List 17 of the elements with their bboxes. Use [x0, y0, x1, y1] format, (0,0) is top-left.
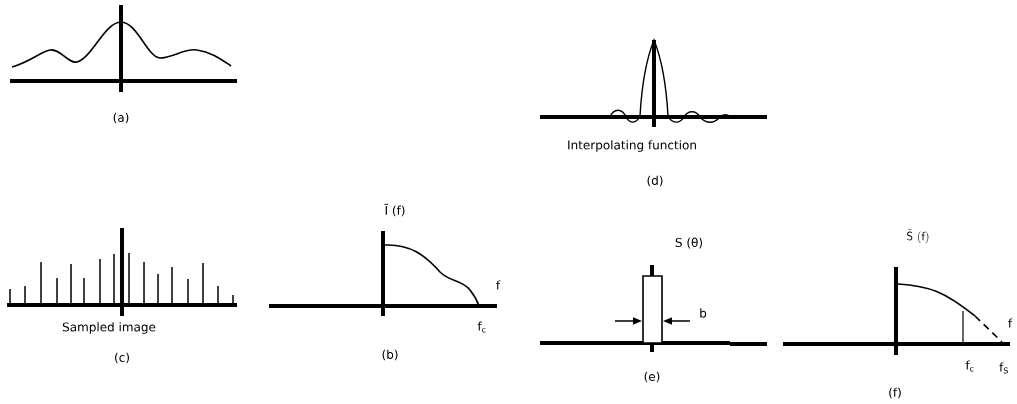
- caption-text: Sampled image: [62, 322, 156, 334]
- axis-label: $\tilde{\mathsf{S}}\ (\mathsf{f})$: [907, 228, 929, 244]
- axis-label: f: [1008, 318, 1013, 328]
- panel-label: (b): [382, 349, 398, 361]
- axis-label: Ĩ (f): [384, 203, 405, 217]
- axis-label: f$_{c}$: [965, 360, 974, 372]
- panel-label: (c): [115, 352, 129, 364]
- axis-label: S (θ): [675, 237, 703, 249]
- caption-text: Interpolating function: [568, 140, 696, 152]
- panel-label: (f): [889, 387, 901, 399]
- panel-label: (e): [644, 371, 660, 383]
- width-label: b: [700, 308, 707, 318]
- panel-label: (a): [113, 112, 129, 124]
- axis-label: f$_{c}$: [477, 321, 486, 333]
- axis-label: f$_{S}$: [999, 362, 1008, 374]
- axis-label: f: [496, 280, 501, 290]
- panel-label: (d): [647, 175, 663, 187]
